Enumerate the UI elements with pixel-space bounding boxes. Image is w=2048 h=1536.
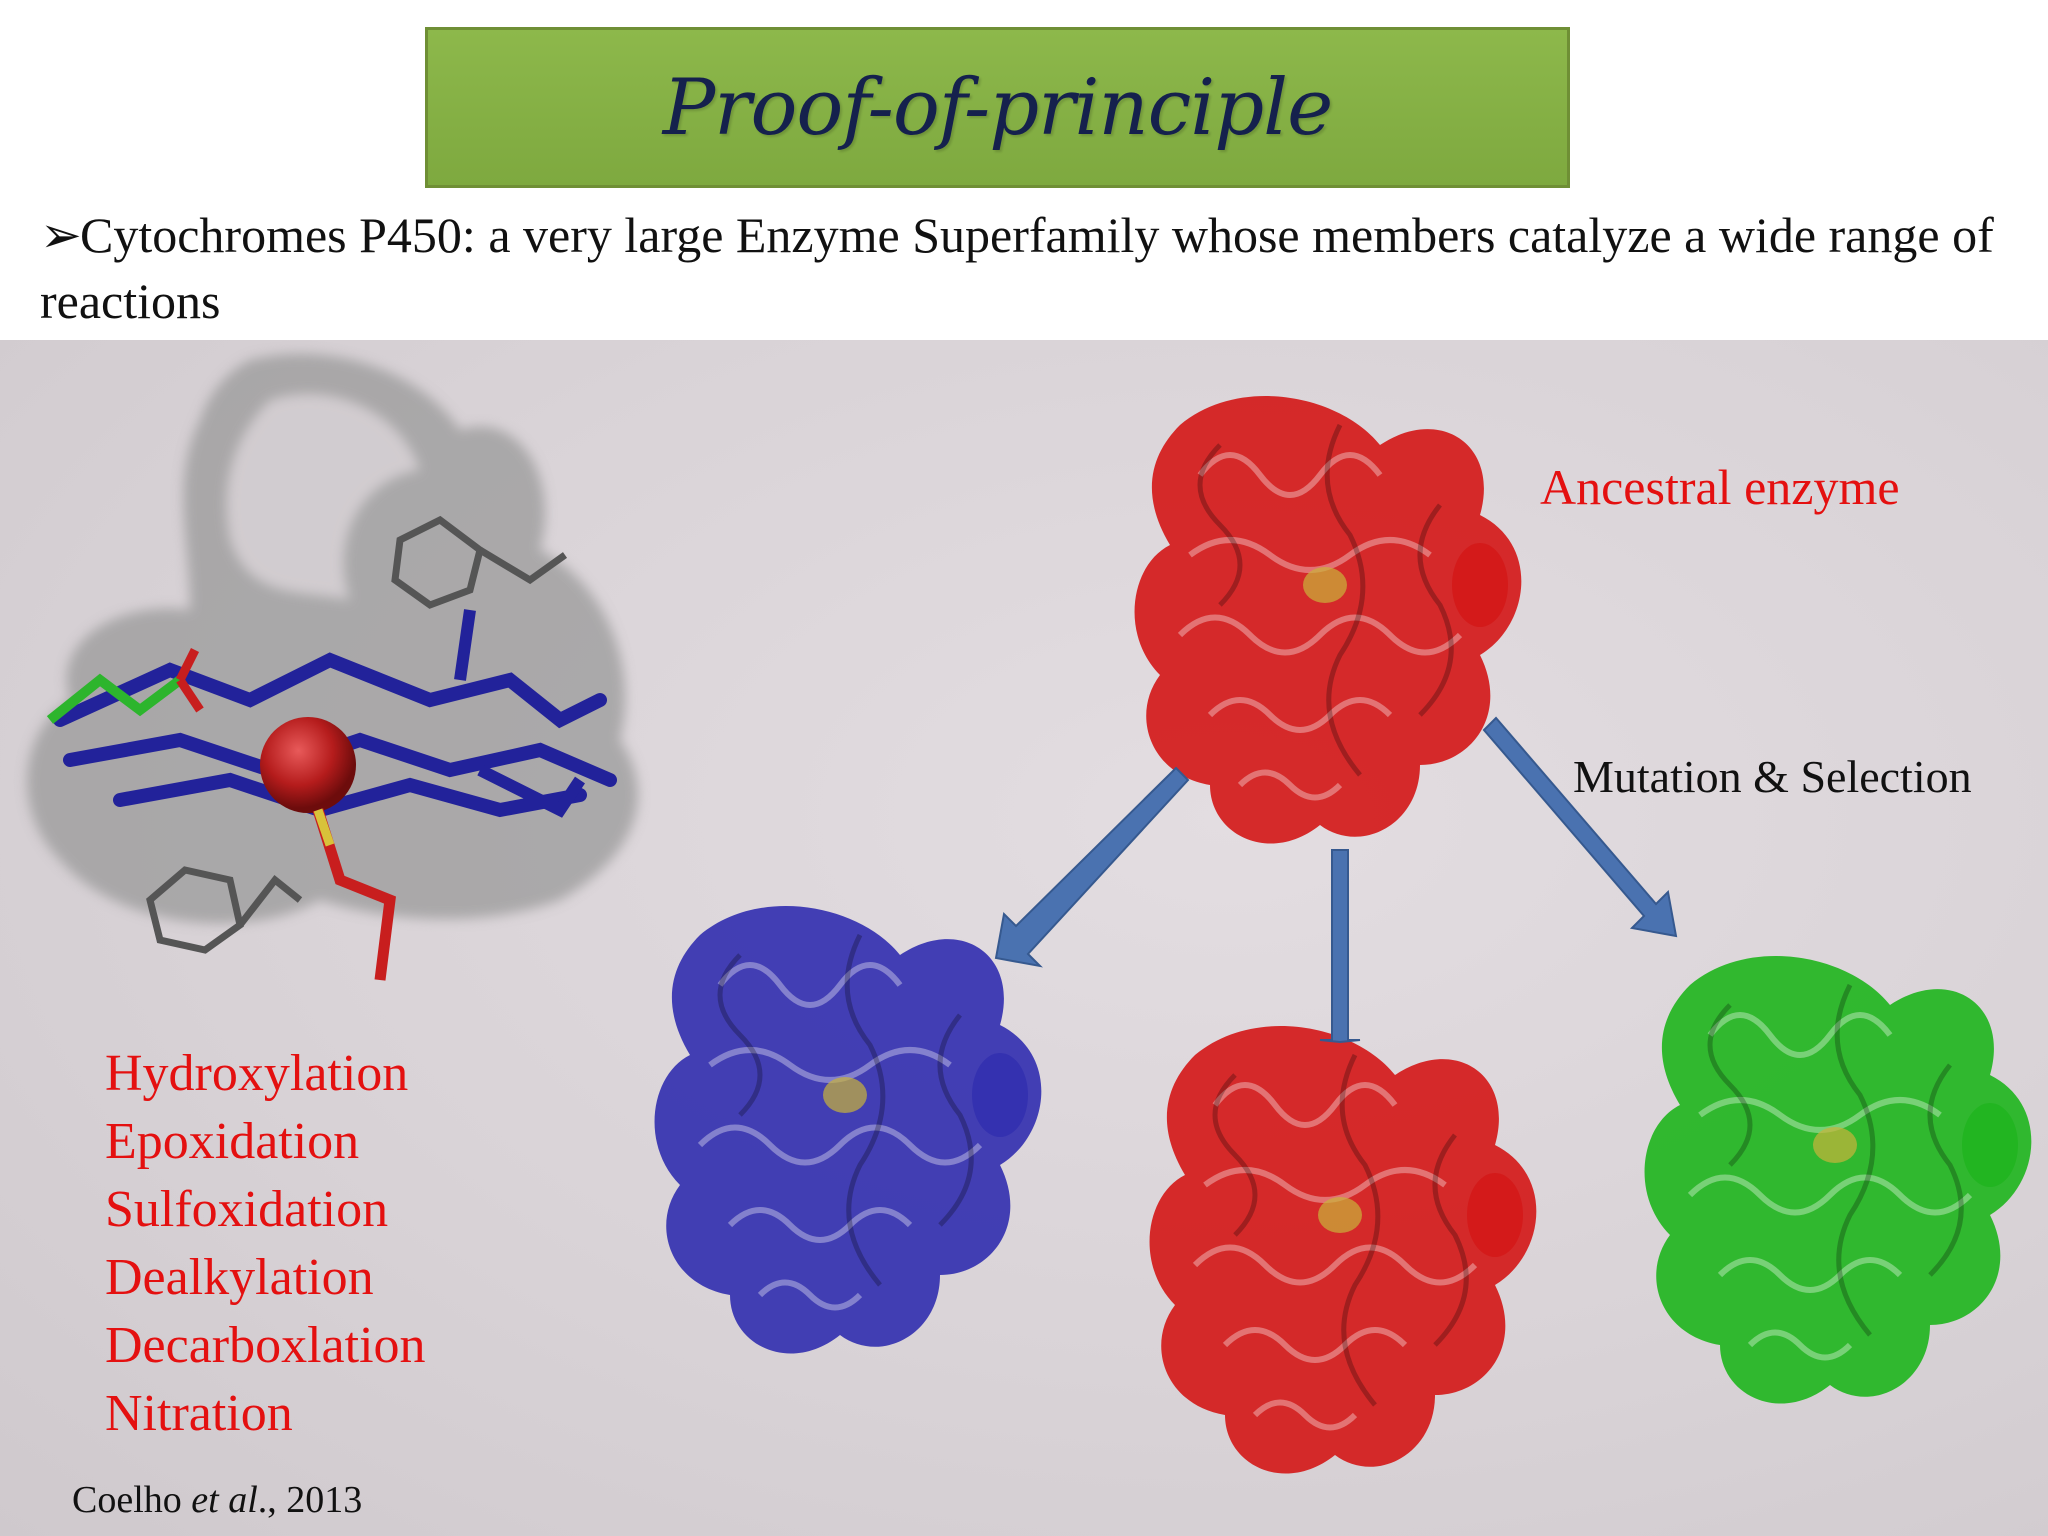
bullet-point: ➢Cytochromes P450: a very large Enzyme S… [40, 202, 2030, 334]
blue-variant-enzyme-structure [655, 906, 1042, 1353]
red-variant-enzyme-structure [1150, 1026, 1537, 1473]
reaction-list: Hydroxylation Epoxidation Sulfoxidation … [105, 1040, 426, 1448]
heme-pocket-illustration [27, 353, 638, 981]
figure-artwork [27, 353, 2048, 1536]
ancestral-enzyme-label: Ancestral enzyme [1540, 459, 1900, 515]
mutation-selection-label: Mutation & Selection [1573, 751, 1972, 802]
slide-title: Proof-of-principle [662, 62, 1334, 153]
evolution-arrows [994, 716, 1678, 1044]
citation-author: Coelho [72, 1479, 192, 1521]
bullet-text: Cytochromes P450: a very large Enzyme Su… [40, 207, 1994, 329]
citation-year: ., 2013 [257, 1479, 363, 1521]
figure-panel: Ancestral enzyme Mutation & Selection Hy… [0, 340, 2048, 1536]
ancestral-enzyme-structure [1135, 396, 1522, 843]
reaction-item: Sulfoxidation [105, 1181, 389, 1238]
citation: Coelho et al., 2013 [72, 1478, 362, 1522]
green-variant-enzyme-structure [1645, 956, 2032, 1403]
reaction-item: Dealkylation [105, 1249, 374, 1306]
arrow-to-green-icon [1482, 716, 1678, 938]
arrow-to-red-icon [1319, 849, 1361, 1044]
citation-etal: et al [191, 1479, 258, 1521]
arrow-to-blue-icon [994, 766, 1190, 968]
reaction-item: Hydroxylation [105, 1045, 409, 1102]
reaction-item: Epoxidation [105, 1113, 360, 1170]
title-box: Proof-of-principle [425, 27, 1570, 188]
reaction-item: Nitration [105, 1385, 293, 1442]
reaction-item: Decarboxlation [105, 1317, 426, 1374]
bullet-arrow-icon: ➢ [40, 207, 82, 263]
